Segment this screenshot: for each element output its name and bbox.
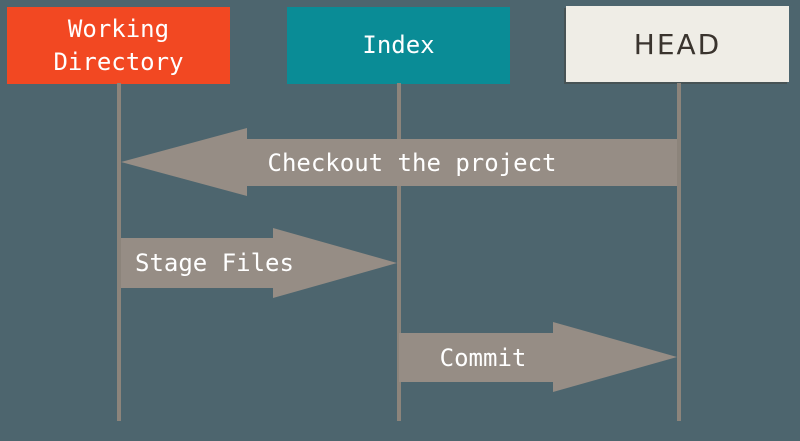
box-working-directory-label: Working Directory (53, 14, 184, 76)
lifeline-working-directory (117, 83, 121, 421)
box-head: HEAD (566, 6, 789, 82)
arrow-commit-label: Commit (439, 344, 527, 372)
arrow-checkout-label: Checkout the project (267, 149, 557, 177)
box-index-label: Index (362, 31, 435, 59)
arrow-right-icon (273, 228, 397, 298)
arrow-checkout-body (247, 139, 677, 186)
arrow-left-icon (121, 128, 247, 196)
arrow-stage-files-body (121, 238, 273, 288)
box-head-label: HEAD (633, 27, 722, 61)
arrow-stage-files-label: Stage Files (135, 249, 294, 277)
box-index: Index (287, 7, 510, 84)
arrow-right-icon (553, 322, 677, 392)
lifeline-head (677, 83, 681, 421)
lifeline-index (397, 83, 401, 421)
box-working-directory: Working Directory (7, 7, 230, 84)
arrow-commit-body (399, 333, 553, 382)
